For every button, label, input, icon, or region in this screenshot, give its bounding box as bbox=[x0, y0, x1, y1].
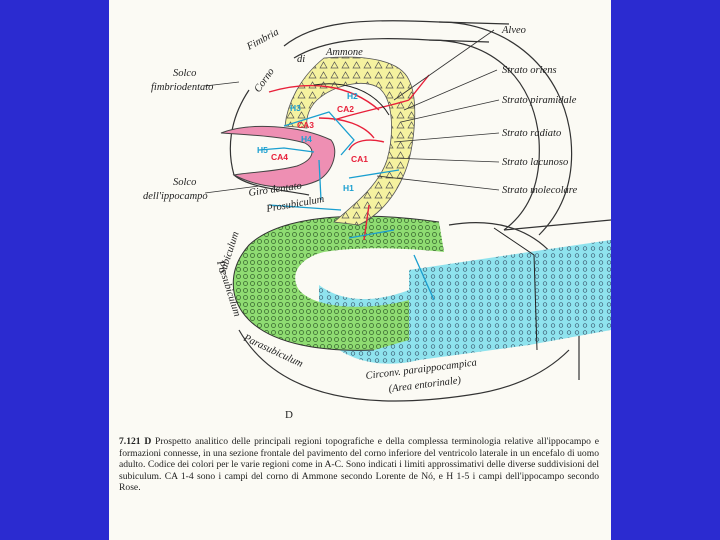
figure-letter: D bbox=[285, 409, 293, 421]
h-marker: H2 bbox=[347, 91, 358, 101]
h-marker: H1 bbox=[343, 183, 354, 193]
ca-marker: CA2 bbox=[337, 104, 354, 114]
layer-label: Strato molecolare bbox=[502, 185, 577, 196]
di-label: di bbox=[297, 54, 305, 65]
textbook-page: Alveo Strato oriens Strato piramidale St… bbox=[109, 0, 611, 540]
layer-label: Strato radiato bbox=[502, 128, 561, 139]
ca-marker: CA1 bbox=[351, 154, 368, 164]
h-boundary-lines bbox=[258, 111, 435, 301]
dentate-gyrus bbox=[220, 125, 336, 188]
ca-marker: CA4 bbox=[271, 152, 288, 162]
h-marker: H4 bbox=[301, 134, 312, 144]
layer-label: Strato piramidale bbox=[502, 95, 577, 106]
hippocampus-diagram: Alveo Strato oriens Strato piramidale St… bbox=[143, 20, 611, 402]
ca-boundary-lines bbox=[268, 74, 430, 241]
ammone-label: Ammone bbox=[325, 47, 363, 58]
layer-label: Strato lacunoso bbox=[502, 157, 568, 168]
solco-fimbriodentato-label: fimbriodentato bbox=[151, 82, 213, 93]
caption-text: Prospetto analitico delle principali reg… bbox=[119, 436, 599, 494]
ca-marker: CA3 bbox=[297, 120, 314, 130]
solco-ippocampo-label: dell'ippocampo bbox=[143, 191, 208, 202]
h-marker: H3 bbox=[290, 103, 301, 113]
layer-label: Alveo bbox=[501, 25, 526, 36]
fimbria-label: Fimbria bbox=[244, 27, 280, 53]
solco-ippocampo-label: Solco bbox=[173, 177, 196, 188]
entorhinal-label: (Area entorinale) bbox=[388, 375, 462, 395]
caption-number: 7.121 D bbox=[119, 436, 152, 447]
figure-caption: 7.121 D Prospetto analitico delle princi… bbox=[119, 436, 599, 494]
prosubiculum-label: Prosubiculum bbox=[265, 194, 326, 215]
solco-fimbriodentato-label: Solco bbox=[173, 68, 196, 79]
layer-label: Strato oriens bbox=[502, 65, 557, 76]
layer-leader-lines bbox=[376, 29, 500, 191]
h-marker: H5 bbox=[257, 145, 268, 155]
